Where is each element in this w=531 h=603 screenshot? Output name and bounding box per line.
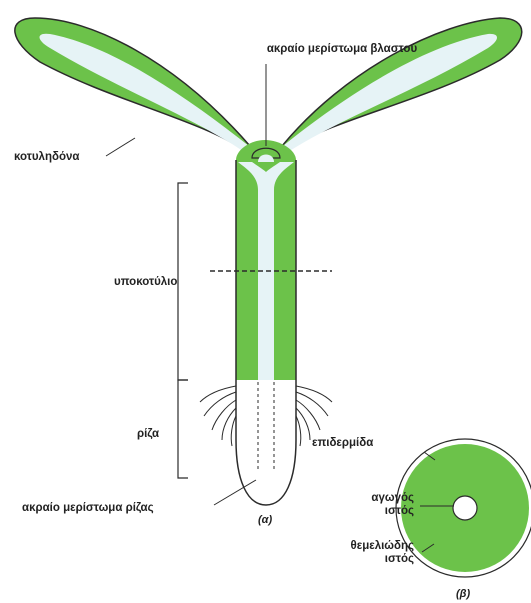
left-cotyledon-vascular xyxy=(40,34,255,156)
label-cotyledon: κοτυληδόνα xyxy=(14,151,79,163)
label-vascular-1: αγωγός xyxy=(371,492,414,504)
root-bracket xyxy=(178,380,188,478)
root-hairs-left xyxy=(200,386,236,446)
label-panel-a: (α) xyxy=(258,514,272,526)
label-epidermis: επιδερμίδα xyxy=(312,437,373,449)
cross-section-vascular-tissue xyxy=(453,496,477,520)
label-vascular-2: ιστός xyxy=(385,505,414,517)
label-ground-1: θεμελιώδης xyxy=(351,540,414,552)
leader-cotyledon xyxy=(106,138,135,156)
label-root-apical-meristem: ακραίο μερίστωμα ρίζας xyxy=(22,502,154,514)
label-hypocotyl: υποκοτύλιο xyxy=(114,276,177,288)
hypocotyl-bracket xyxy=(178,183,188,380)
label-root: ρίζα xyxy=(137,428,159,440)
label-panel-b: (β) xyxy=(456,588,470,600)
label-shoot-apical-meristem: ακραίο μερίστωμα βλαστού xyxy=(267,43,418,55)
label-ground-2: ιστός xyxy=(385,553,414,565)
